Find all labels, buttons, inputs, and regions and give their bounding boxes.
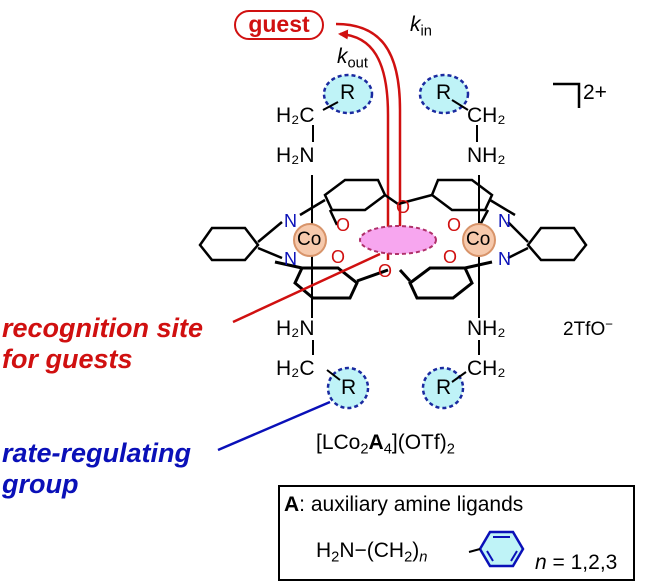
upper-aryl-rings [299,178,516,226]
rate-regulating-label-line1: rate-regulating [2,438,192,468]
r-label: R [436,376,452,399]
legend-box [278,485,635,581]
nh-bottom-right: NH₂ [467,317,506,340]
n-atom: N [498,249,511,269]
ch2-bottom-left: H₂C [276,357,315,380]
legend-title: A: auxiliary amine ligands [284,493,524,516]
nh-bottom-left: H₂N [276,317,315,340]
nh-top-left: H₂N [276,144,315,167]
co-right-label: Co [466,229,491,250]
o-atom: O [443,247,458,267]
co-left-label: Co [297,229,322,250]
legend-formula: H2N−(CH2)n [316,539,428,566]
o-atom: O [336,215,351,235]
k-out-arrow [338,29,390,260]
benzo-rings [198,221,588,262]
guest-label: guest [234,10,324,40]
rate-regulating-label-line2: group [2,469,79,499]
k-in-arrow [335,22,405,242]
o-atom: O [378,261,393,281]
lower-aryl-rings [274,260,493,300]
charge-bracket [553,82,581,108]
k-in-label: kin [410,13,432,40]
recognition-site-ellipse [359,225,437,255]
ch2-bottom-right: CH₂ [467,357,506,380]
o-atom: O [447,215,462,235]
complex-formula: [LCo2A4](OTf)2 [316,431,455,458]
co-right-circle [462,223,496,257]
n-atom: N [284,249,297,269]
recognition-pointer [232,252,381,324]
r-label: R [436,81,452,104]
legend-benzene-icon [468,530,525,568]
o-atom: O [396,197,411,217]
legend-n-values: n = 1,2,3 [535,551,618,574]
o-atom: O [331,247,346,267]
ch2-top-left: H₂C [276,104,315,127]
k-out-label: kout [337,45,368,72]
r-label: R [340,81,356,104]
n-atom: N [498,211,511,231]
counterion-label: 2TfO− [563,316,613,340]
nh-top-right: NH₂ [467,144,506,167]
r-label: R [341,376,357,399]
ch2-top-right: CH₂ [467,104,506,127]
charge-label: 2+ [583,81,607,104]
amine-bonds [312,99,480,383]
n-atom: N [284,211,297,231]
recognition-site-label-line1: recognition site [2,313,204,343]
recognition-site-label-line2: for guests [2,344,133,374]
rate-pointer [217,400,331,452]
co-left-circle [293,223,327,257]
